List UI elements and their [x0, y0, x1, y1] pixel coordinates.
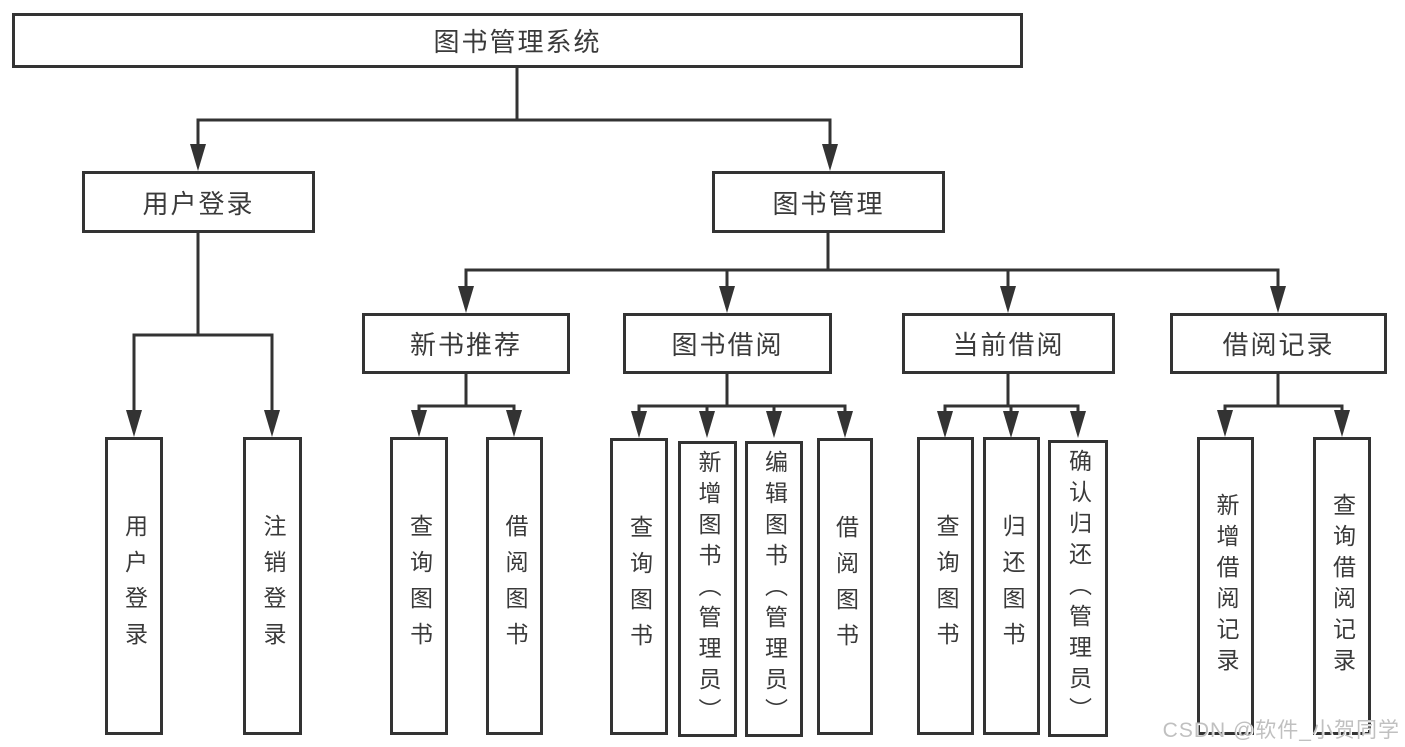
node-label-rec-borrow-book: 借阅图书 — [502, 514, 528, 658]
node-bb-borrow-book: 借阅图书 — [817, 438, 873, 735]
node-label-br-add-record: 新增借阅记录 — [1213, 493, 1239, 679]
node-label-logout-leaf: 注销登录 — [260, 514, 286, 658]
node-label-cb-confirm-return: 确认归还（管理员） — [1065, 449, 1092, 728]
node-label-rec-query-book: 查询图书 — [406, 514, 433, 658]
arrowhead-icon — [1217, 410, 1233, 437]
connector-borrow-record — [1217, 374, 1350, 437]
node-label-current-borrow: 当前借阅 — [952, 330, 1065, 360]
node-label-br-query-record: 查询借阅记录 — [1329, 493, 1356, 679]
node-label-bb-add-book: 新增图书（管理员） — [695, 449, 721, 729]
arrowhead-icon — [1000, 286, 1016, 313]
node-bb-add-book: 新增图书（管理员） — [678, 441, 737, 737]
connector-new-book-rec — [411, 374, 522, 437]
node-book-borrow: 图书借阅 — [623, 313, 832, 374]
node-label-bb-query-book: 查询图书 — [626, 514, 653, 659]
node-book-mgmt: 图书管理 — [712, 171, 945, 233]
node-root: 图书管理系统 — [12, 13, 1023, 68]
node-label-new-book-rec: 新书推荐 — [409, 330, 522, 360]
node-rec-query-book: 查询图书 — [390, 437, 448, 735]
arrowhead-icon — [766, 411, 782, 438]
node-label-login-leaf: 用户登录 — [121, 514, 148, 658]
node-label-bb-edit-book: 编辑图书（管理员） — [761, 449, 788, 729]
arrowhead-icon — [126, 410, 142, 437]
node-current-borrow: 当前借阅 — [902, 313, 1115, 374]
node-login-leaf: 用户登录 — [105, 437, 163, 735]
arrowhead-icon — [631, 411, 647, 438]
node-new-book-rec: 新书推荐 — [362, 313, 570, 374]
arrowhead-icon — [699, 411, 715, 438]
connector-user-login — [126, 233, 280, 437]
node-logout-leaf: 注销登录 — [243, 437, 302, 735]
arrowhead-icon — [822, 144, 838, 171]
arrowhead-icon — [190, 144, 206, 171]
arrowhead-icon — [837, 411, 853, 438]
node-cb-query-book: 查询图书 — [917, 437, 974, 735]
arrowhead-icon — [1070, 411, 1086, 438]
node-user-login: 用户登录 — [82, 171, 315, 233]
node-cb-confirm-return: 确认归还（管理员） — [1048, 440, 1108, 737]
arrowhead-icon — [411, 410, 427, 437]
arrowhead-icon — [506, 410, 522, 437]
node-label-bb-borrow-book: 借阅图书 — [832, 514, 859, 659]
connector-current-borrow — [937, 374, 1086, 438]
node-br-query-record: 查询借阅记录 — [1313, 437, 1371, 735]
watermark: CSDN @软件_小贺同学 — [1162, 719, 1400, 742]
arrowhead-icon — [1334, 410, 1350, 437]
node-label-cb-return-book: 归还图书 — [999, 514, 1025, 658]
arrowhead-icon — [458, 286, 474, 313]
node-label-borrow-record: 借阅记录 — [1222, 330, 1335, 360]
node-borrow-record: 借阅记录 — [1170, 313, 1387, 374]
node-cb-return-book: 归还图书 — [983, 437, 1040, 735]
arrowhead-icon — [1003, 411, 1019, 438]
node-bb-query-book: 查询图书 — [610, 438, 668, 735]
connector-book-borrow — [631, 374, 853, 438]
node-rec-borrow-book: 借阅图书 — [486, 437, 543, 735]
node-label-cb-query-book: 查询图书 — [933, 514, 959, 658]
connector-root — [190, 68, 838, 171]
arrowhead-icon — [719, 286, 735, 313]
node-label-book-borrow: 图书借阅 — [671, 330, 784, 360]
node-br-add-record: 新增借阅记录 — [1197, 437, 1254, 735]
node-bb-edit-book: 编辑图书（管理员） — [745, 441, 803, 737]
arrowhead-icon — [1270, 286, 1286, 313]
connector-book-mgmt — [458, 233, 1286, 313]
arrowhead-icon — [264, 410, 280, 437]
arrowhead-icon — [937, 411, 953, 438]
node-label-book-mgmt: 图书管理 — [772, 188, 885, 219]
node-label-root: 图书管理系统 — [433, 27, 602, 57]
node-label-user-login: 用户登录 — [142, 188, 255, 219]
